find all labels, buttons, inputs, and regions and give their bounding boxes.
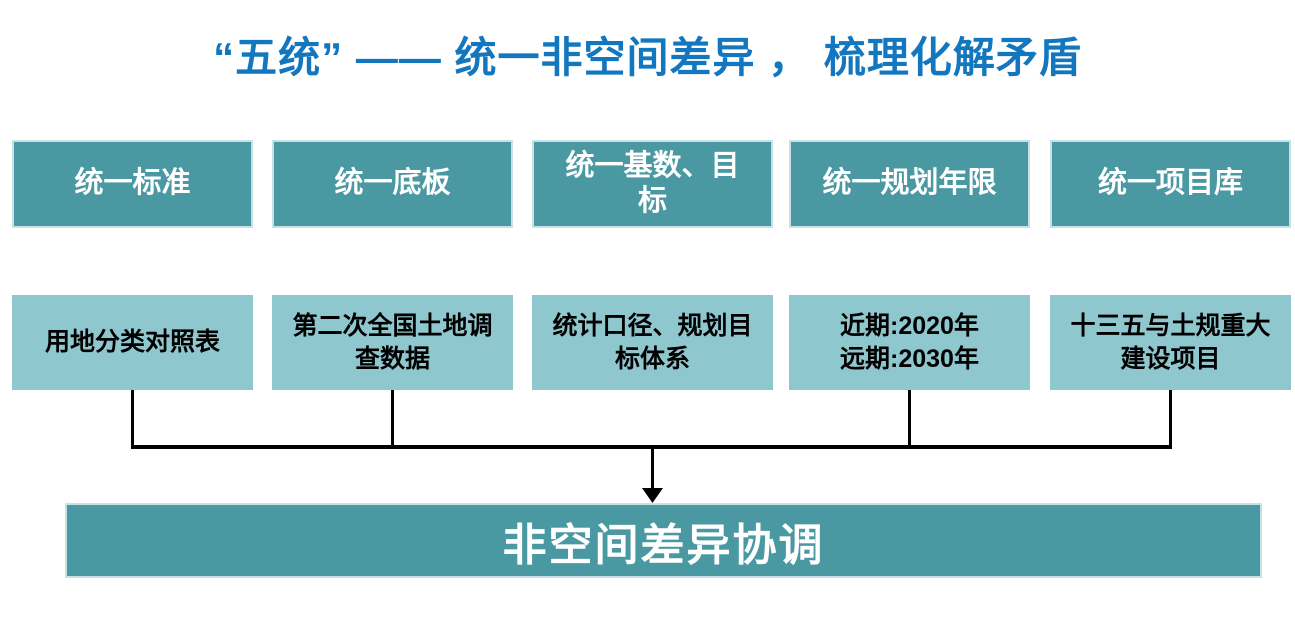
top-box-unified-baseplate: 统一底板 bbox=[272, 140, 513, 228]
detail-box-plan-horizons: 近期:2020年 远期:2030年 bbox=[789, 295, 1030, 390]
connector-lines bbox=[131, 390, 1172, 503]
top-box-unified-plan-years: 统一规划年限 bbox=[789, 140, 1030, 228]
top-box-unified-standard: 统一标准 bbox=[12, 140, 253, 228]
detail-box-land-classification: 用地分类对照表 bbox=[12, 295, 253, 390]
detail-box-major-projects: 十三五与土规重大 建设项目 bbox=[1050, 295, 1291, 390]
detail-box-land-survey: 第二次全国土地调 查数据 bbox=[272, 295, 513, 390]
top-box-unified-projects: 统一项目库 bbox=[1050, 140, 1291, 228]
top-box-unified-base-goal: 统一基数、目 标 bbox=[532, 140, 773, 228]
detail-box-statistics-goals: 统计口径、规划目 标体系 bbox=[532, 295, 773, 390]
result-box-non-spatial-coordination: 非空间差异协调 bbox=[65, 503, 1262, 578]
page-title: “五统” —— 统一非空间差异 ， 梳理化解矛盾 bbox=[213, 34, 1082, 81]
arrow-head-icon bbox=[642, 488, 663, 503]
